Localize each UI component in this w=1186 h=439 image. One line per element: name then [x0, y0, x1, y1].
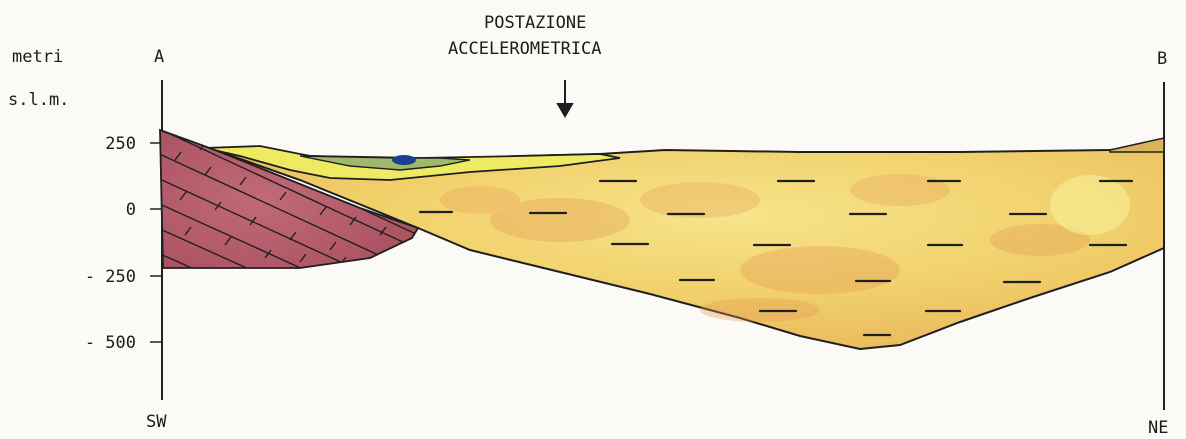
basin-highlight [1050, 175, 1130, 235]
unit-label-2: s.l.m. [8, 90, 69, 110]
section-end-label-a: A [154, 47, 164, 67]
unit-label: metri [12, 47, 63, 67]
section-end-label-b: B [1157, 49, 1167, 69]
station-label-line2: ACCELEROMETRICA [448, 39, 602, 59]
direction-label-ne: NE [1148, 418, 1168, 438]
y-tick-label-0: 0 [126, 200, 136, 220]
y-tick-label-250: 250 [105, 134, 136, 154]
surface-deposit-layer-right [1110, 138, 1164, 152]
direction-label-sw: SW [146, 412, 167, 432]
y-tick-label-minus-500: - 500 [85, 333, 136, 353]
water-body [392, 155, 416, 165]
station-arrow [558, 80, 572, 116]
y-tick-label-minus-250: - 250 [85, 267, 136, 287]
station-label-line1: POSTAZIONE [484, 13, 586, 33]
